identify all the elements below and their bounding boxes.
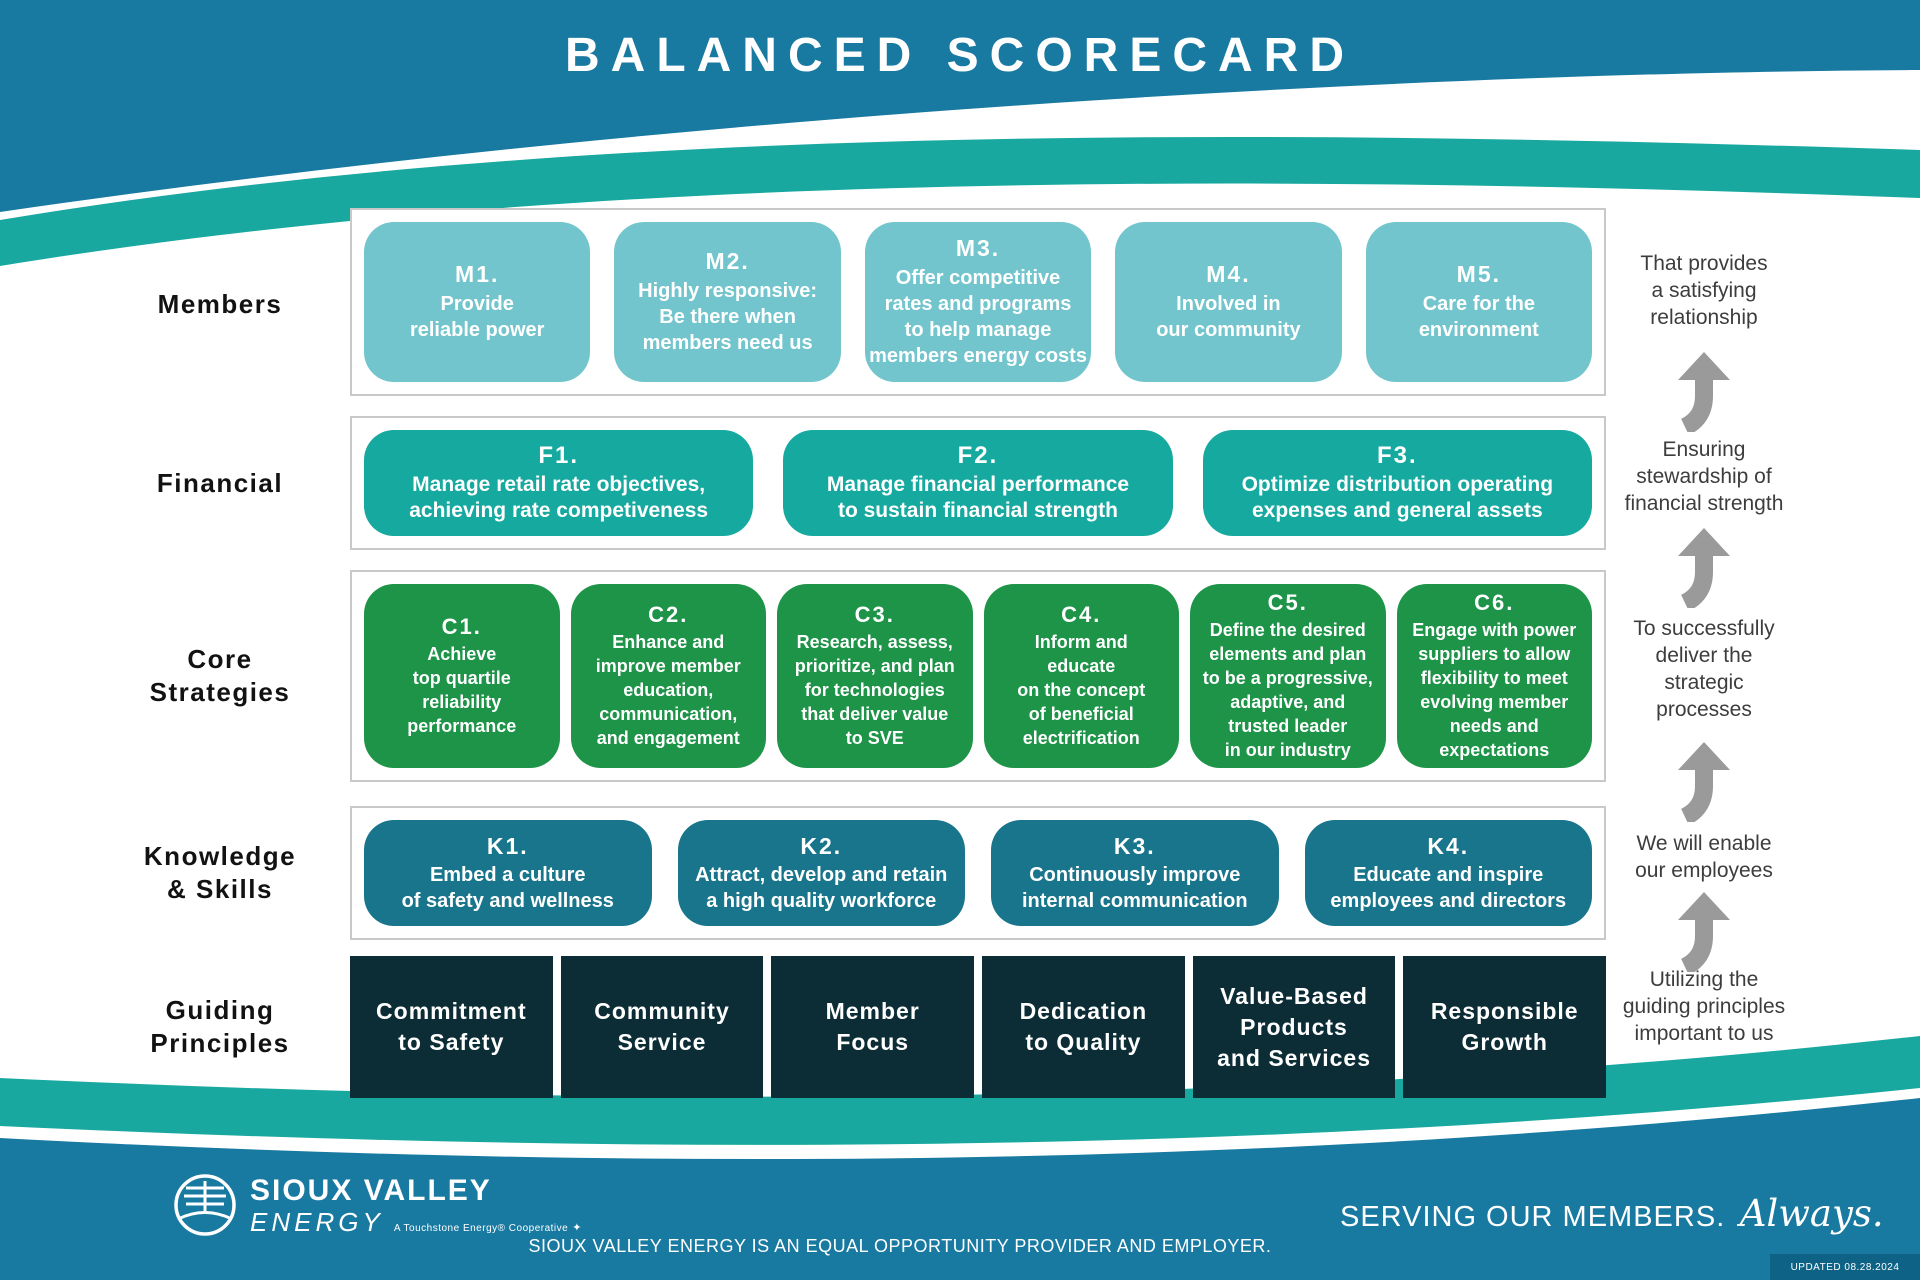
box-k3: K3. Continuously improve internal commun… (991, 820, 1279, 926)
core-strategies-row: C1. Achieve top quartile reliability per… (350, 570, 1606, 782)
box-text: Manage financial performance to sustain … (826, 473, 1130, 522)
logo-tagline: A Touchstone Energy® Cooperative (393, 1222, 569, 1234)
box-f1: F1. Manage retail rate objectives, achie… (364, 430, 754, 536)
box-text: Define the desired elements and plan to … (1202, 620, 1373, 760)
up-arrow-icon (1678, 742, 1730, 822)
box-code: F3. (1376, 442, 1418, 469)
box-text: Manage retail rate objectives, achieving… (409, 473, 709, 522)
box-code: F1. (538, 442, 579, 469)
page-title: BALANCED SCORECARD (564, 29, 1355, 82)
box-code: K1. (486, 832, 529, 859)
box-m5: M5. Care for the environment (1365, 222, 1593, 382)
box-text: Provide reliable power (409, 293, 545, 341)
knowledge-skills-row: K1. Embed a culture of safety and wellne… (350, 806, 1606, 940)
financial-row: F1. Manage retail rate objectives, achie… (350, 416, 1606, 550)
guiding-box-community-service: Community Service (560, 956, 764, 1098)
box-code: K2. (800, 832, 843, 859)
box-text: Offer competitive rates and programs to … (869, 267, 1087, 367)
box-text: Continuously improve internal communicat… (1021, 863, 1248, 912)
box-text: Enhance and improve member education, co… (595, 632, 741, 748)
box-code: C6. (1474, 590, 1515, 615)
box-code: C3. (854, 602, 895, 627)
row-label-core-strategies: Core Strategies (149, 644, 291, 707)
guiding-box-responsible-growth: Responsible Growth (1403, 956, 1607, 1098)
guiding-box-member-focus: Member Focus (771, 956, 975, 1098)
box-text: Embed a culture of safety and wellness (401, 863, 614, 912)
serving-text: SERVING OUR MEMBERS. (1340, 1201, 1726, 1233)
box-code: K4. (1427, 832, 1470, 859)
box-text: Optimize distribution operating expenses… (1241, 473, 1554, 522)
box-c5: C5. Define the desired elements and plan… (1190, 584, 1386, 768)
box-f3: F3. Optimize distribution operating expe… (1202, 430, 1592, 536)
annotation-guiding-principles: Utilizing the guiding principles importa… (1622, 968, 1786, 1045)
serving-our-members-tagline: SERVING OUR MEMBERS. Always. (1340, 1192, 1900, 1235)
sioux-valley-logo: SIOUX VALLEY ENERGY A Touchstone Energy®… (172, 1172, 581, 1238)
box-text: Member Focus (825, 998, 920, 1055)
box-text: Achieve top quartile reliability perform… (407, 644, 517, 736)
box-text: Highly responsive: Be there when members… (638, 280, 818, 354)
up-arrow-icon (1678, 892, 1730, 972)
guiding-box-commitment-to-safety: Commitment to Safety (350, 956, 553, 1098)
touchstone-kite-icon: ✦ (572, 1221, 582, 1234)
logo-sub: ENERGY (250, 1206, 384, 1237)
up-arrow-icon (1678, 352, 1730, 432)
logo-name: SIOUX VALLEY (250, 1173, 492, 1207)
box-text: Dedication to Quality (1019, 998, 1148, 1055)
box-text: Engage with power suppliers to allow fle… (1412, 620, 1577, 760)
row-label-members: Members (157, 289, 283, 319)
box-code: C4. (1061, 602, 1102, 627)
annotation-knowledge-skills: We will enable our employees (1635, 832, 1773, 882)
row-label-knowledge-skills: Knowledge & Skills (143, 841, 297, 904)
annotation-financial: Ensuring stewardship of financial streng… (1624, 438, 1784, 515)
box-m1: M1. Provide reliable power (364, 222, 591, 382)
box-code: M3. (955, 235, 1001, 261)
box-code: C2. (648, 602, 689, 627)
guiding-box-dedication-to-quality: Dedication to Quality (982, 956, 1185, 1098)
box-c3: C3. Research, assess, prioritize, and pl… (777, 584, 973, 768)
box-code: C5. (1267, 590, 1308, 615)
box-c2: C2. Enhance and improve member education… (570, 584, 766, 768)
equal-opportunity-statement: SIOUX VALLEY ENERGY IS AN EQUAL OPPORTUN… (528, 1236, 1272, 1256)
box-k2: K2. Attract, develop and retain a high q… (677, 820, 965, 926)
box-code: M2. (705, 248, 750, 274)
box-c6: C6. Engage with power suppliers to allow… (1396, 584, 1592, 768)
updated-date-badge: UPDATED 08.28.2024 (1770, 1254, 1920, 1280)
box-m4: M4. Involved in our community (1115, 222, 1342, 382)
box-text: Educate and inspire employees and direct… (1330, 863, 1567, 912)
power-lines-circle-icon (174, 1174, 236, 1236)
box-m3: M3. Offer competitive rates and programs… (864, 222, 1092, 382)
box-m2: M2. Highly responsive: Be there when mem… (614, 222, 841, 382)
box-text: Responsible Growth (1430, 998, 1579, 1055)
box-code: M1. (455, 261, 500, 287)
box-c4: C4. Inform and educate on the concept of… (983, 584, 1179, 768)
guiding-principles-row: Commitment to Safety Community Service M… (350, 956, 1607, 1098)
box-k1: K1. Embed a culture of safety and wellne… (364, 820, 652, 926)
box-text: Involved in our community (1156, 293, 1301, 341)
box-code: M4. (1206, 261, 1251, 287)
annotation-members: That provides a satisfying relationship (1640, 252, 1768, 329)
members-row: M1. Provide reliable power M2. Highly re… (350, 208, 1606, 396)
box-text: Research, assess, prioritize, and plan f… (794, 632, 955, 748)
box-code: K3. (1113, 832, 1156, 859)
box-k4: K4. Educate and inspire employees and di… (1304, 820, 1592, 926)
box-text: Care for the environment (1418, 293, 1539, 341)
row-label-guiding-principles: Guiding Principles (150, 995, 290, 1058)
box-f2: F2. Manage financial performance to sust… (783, 430, 1173, 536)
box-text: Commitment to Safety (376, 998, 527, 1055)
box-text: Attract, develop and retain a high quali… (695, 863, 948, 912)
always-script-text: Always. (1739, 1192, 1884, 1235)
box-code: F2. (957, 442, 999, 469)
annotation-core-strategies: To successfully deliver the strategic pr… (1633, 617, 1775, 721)
box-code: C1. (441, 614, 482, 639)
box-c1: C1. Achieve top quartile reliability per… (364, 584, 560, 768)
guiding-box-value-based-products: Value-Based Products and Services (1192, 956, 1396, 1098)
box-code: M5. (1456, 261, 1501, 287)
box-text: Community Service (594, 998, 730, 1055)
row-label-financial: Financial (156, 468, 284, 498)
up-arrow-icon (1678, 528, 1730, 608)
box-text: Inform and educate on the concept of ben… (1017, 632, 1146, 748)
box-text: Value-Based Products and Services (1217, 982, 1371, 1071)
